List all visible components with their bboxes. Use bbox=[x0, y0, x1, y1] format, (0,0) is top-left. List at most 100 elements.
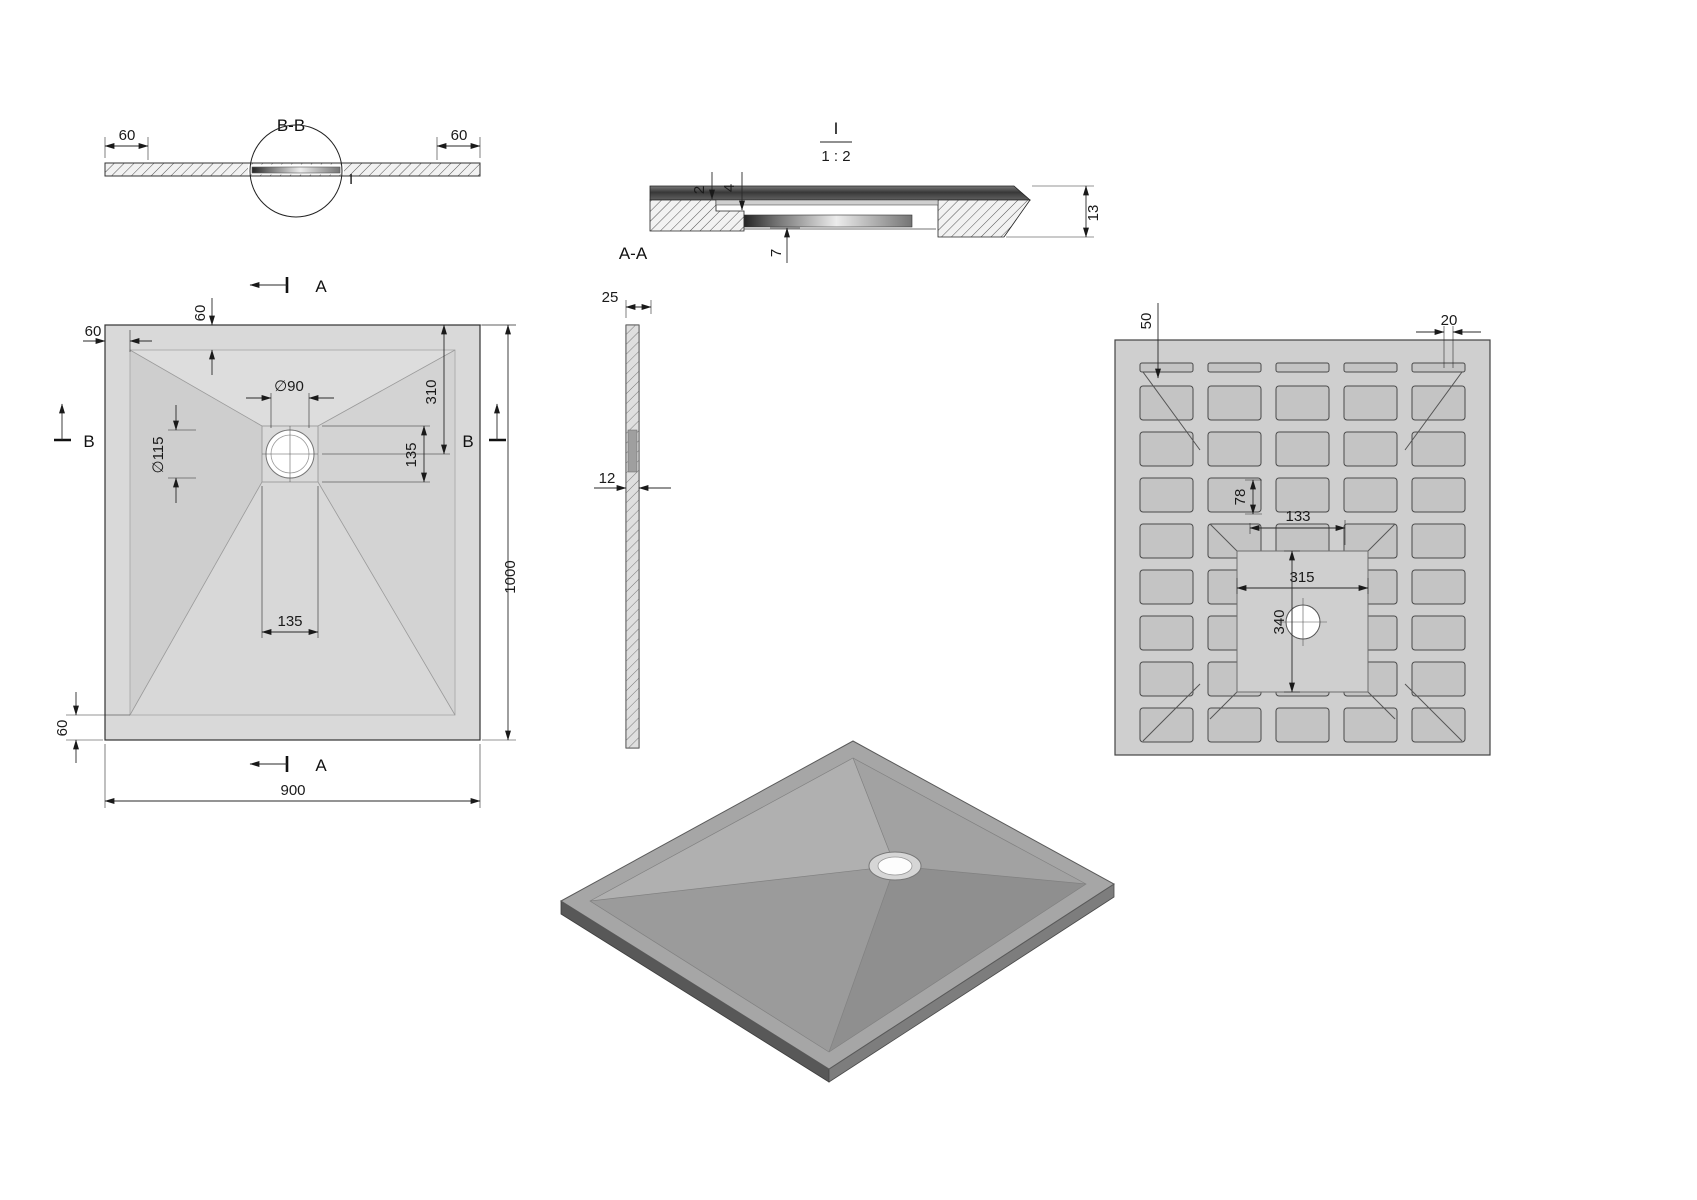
dim-rim-top-label: 60 bbox=[192, 305, 209, 322]
dim-detail-4: 4 bbox=[721, 172, 745, 211]
rib-slot bbox=[1139, 707, 1194, 743]
section-cut-a-top: A bbox=[249, 277, 327, 296]
iso-slope-lower-left bbox=[590, 866, 895, 1052]
dim-plan-900: 900 bbox=[104, 744, 481, 808]
rib-slot bbox=[1275, 385, 1330, 421]
side-view: 25 12 bbox=[594, 289, 671, 749]
corner-rib-diagonals bbox=[1142, 371, 1463, 742]
iso-slope-upper-left bbox=[590, 758, 895, 901]
detail-i-view: I 1 : 2 2 4 7 13 A-A bbox=[619, 119, 1102, 263]
rib-slot bbox=[1139, 523, 1194, 559]
rib-slot bbox=[1343, 385, 1398, 421]
plan-slope-bottom bbox=[130, 482, 455, 715]
rib-slot bbox=[1411, 615, 1466, 651]
dim-plan-rim-top: 60 bbox=[192, 298, 215, 375]
dim-900-label: 900 bbox=[280, 782, 305, 799]
dim-plan-dia115: ∅115 bbox=[150, 405, 196, 503]
dim-bb-right: 60 bbox=[436, 127, 481, 160]
dim-dia115-label: ∅115 bbox=[150, 437, 167, 474]
dim-bb-left: 60 bbox=[104, 127, 149, 160]
dim-135-vertical-label: 135 bbox=[403, 442, 420, 467]
detail-i-title: I bbox=[834, 119, 839, 138]
cut-b-left-label: B bbox=[83, 432, 94, 451]
dim-135-horizontal-label: 135 bbox=[277, 613, 302, 630]
cut-a-top-label: A bbox=[315, 277, 327, 296]
cut-a-bottom-label: A bbox=[315, 756, 327, 775]
dim-detail-7-label: 7 bbox=[768, 249, 785, 257]
dim-detail-2: 2 bbox=[691, 172, 715, 200]
dim-bottom-133: 133 bbox=[1249, 508, 1346, 545]
rib-slot bbox=[1275, 707, 1330, 743]
rib-slot bbox=[1207, 477, 1262, 513]
dim-rim-top-left-label: 60 bbox=[85, 323, 102, 340]
rib-slit bbox=[1411, 362, 1466, 373]
side-drain-recess bbox=[627, 429, 638, 473]
rib-slot bbox=[1207, 707, 1262, 743]
dim-plan-135-vertical: 135 bbox=[322, 425, 430, 483]
dim-detail-7: 7 bbox=[768, 227, 800, 263]
dim-bb-right-label: 60 bbox=[451, 127, 468, 144]
plan-slope-left bbox=[130, 350, 262, 715]
dim-310-label: 310 bbox=[423, 379, 440, 404]
rib-slot bbox=[1411, 523, 1466, 559]
dim-dia90-label: ∅90 bbox=[274, 378, 304, 395]
iso-drain-hole bbox=[877, 856, 913, 876]
section-aa-right-hatch bbox=[937, 199, 1031, 238]
rib-slit bbox=[1343, 362, 1398, 373]
dim-plan-135-horizontal: 135 bbox=[261, 486, 319, 638]
dim-78-label: 78 bbox=[1232, 489, 1249, 506]
detail-callout-circle bbox=[249, 124, 343, 218]
dim-50-label: 50 bbox=[1138, 313, 1155, 330]
plan-slope-top bbox=[130, 350, 455, 426]
rib-slot bbox=[1411, 477, 1466, 513]
dim-bottom-50: 50 bbox=[1138, 303, 1161, 379]
dim-bottom-340: 340 bbox=[1271, 550, 1300, 693]
dim-detail-4-label: 4 bbox=[721, 184, 738, 192]
rib-slot bbox=[1343, 477, 1398, 513]
rib-slot bbox=[1139, 661, 1194, 697]
section-aa-label: A-A bbox=[619, 244, 648, 263]
rib-slot bbox=[1411, 569, 1466, 605]
detail-i-scale: 1 : 2 bbox=[821, 148, 850, 165]
rib-slot bbox=[1207, 431, 1262, 467]
rib-slot bbox=[1343, 707, 1398, 743]
rib-slot bbox=[1411, 385, 1466, 421]
rib-slot bbox=[1139, 477, 1194, 513]
dim-bottom-315: 315 bbox=[1236, 569, 1369, 594]
dim-plan-rim-top-left: 60 bbox=[83, 323, 152, 352]
dim-detail-2-label: 2 bbox=[691, 186, 708, 194]
dim-plan-1000: 1000 bbox=[482, 324, 519, 741]
rib-slot bbox=[1343, 523, 1398, 559]
rib-slot bbox=[1343, 431, 1398, 467]
dim-side-25: 25 bbox=[602, 289, 652, 318]
side-body-tint bbox=[626, 325, 639, 748]
dim-315-label: 315 bbox=[1289, 569, 1314, 586]
rib-slot bbox=[1139, 385, 1194, 421]
rib-slot bbox=[1207, 523, 1262, 559]
isometric-view bbox=[560, 740, 1115, 1083]
rib-slot bbox=[1411, 661, 1466, 697]
rib-slot bbox=[1139, 615, 1194, 651]
dim-20-label: 20 bbox=[1441, 312, 1458, 329]
rib-slot bbox=[1411, 431, 1466, 467]
iso-slope-lower-right bbox=[829, 866, 1086, 1052]
rib-slot bbox=[1275, 477, 1330, 513]
plan-slope-right bbox=[318, 350, 455, 715]
dim-rim-bottom-label: 60 bbox=[54, 720, 71, 737]
dim-1000-label: 1000 bbox=[502, 560, 519, 593]
dim-340-label: 340 bbox=[1271, 609, 1288, 634]
dim-detail-13: 13 bbox=[1006, 185, 1102, 238]
dim-133-label: 133 bbox=[1285, 508, 1310, 525]
dim-bottom-20: 20 bbox=[1416, 312, 1481, 368]
cut-b-right-label: B bbox=[462, 432, 473, 451]
dim-plan-rim-bottom: 60 bbox=[54, 692, 130, 763]
rib-slot bbox=[1139, 431, 1194, 467]
section-bb-drain-cover bbox=[251, 166, 341, 174]
rib-slot bbox=[1411, 707, 1466, 743]
rib-slot bbox=[1139, 569, 1194, 605]
plan-rim-inner-edge bbox=[129, 349, 456, 716]
dim-plan-dia90: ∅90 bbox=[246, 378, 334, 428]
detail-mark-label: I bbox=[349, 171, 353, 188]
